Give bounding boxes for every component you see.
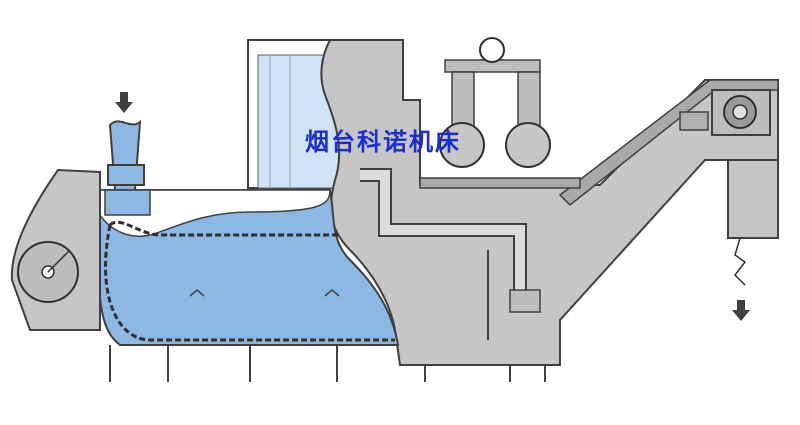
support-legs [109,345,546,382]
left-drum-frame [10,168,101,331]
drive-unit [679,89,771,136]
up-chevron-icon [189,289,205,297]
coolant-tank [97,189,400,346]
up-chevron-icon [324,289,340,297]
inlet-pipe [104,119,151,216]
pump-assembly [419,37,581,189]
chain-belt [104,220,395,342]
discharge-box [727,159,779,286]
down-arrow-icon [115,92,133,113]
down-arrow-icon [732,300,750,321]
watermark-text: 烟台科诺机床 [305,127,461,156]
piping [360,168,541,340]
incline-conveyor [558,79,779,207]
